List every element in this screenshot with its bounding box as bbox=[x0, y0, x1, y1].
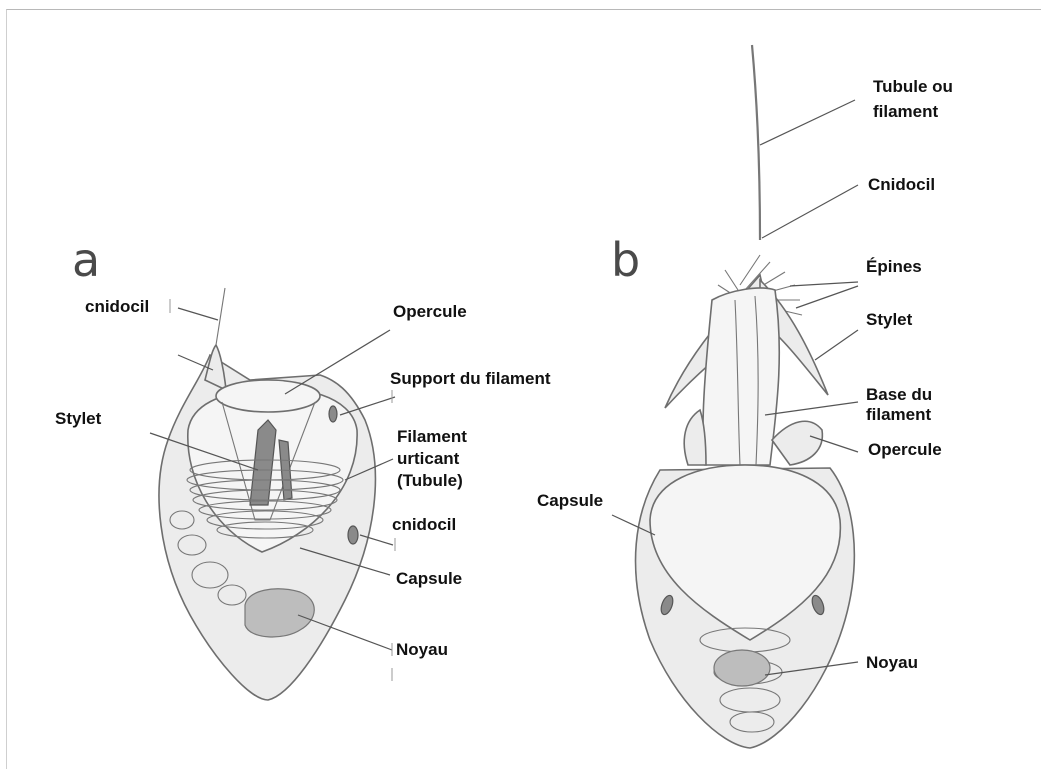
label-b-tubule-1: Tubule ou bbox=[873, 77, 953, 96]
panel-a-side-cnidocil bbox=[348, 526, 358, 544]
label-b-cnidocil: Cnidocil bbox=[868, 175, 935, 194]
label-a-noyau: Noyau bbox=[396, 640, 448, 659]
panel-b-opercule bbox=[772, 421, 822, 465]
label-a-filament-1: Filament bbox=[397, 427, 467, 446]
panel-b-filament-base bbox=[703, 288, 779, 465]
label-a-capsule: Capsule bbox=[396, 569, 462, 588]
label-b-noyau: Noyau bbox=[866, 653, 918, 672]
label-b-base-1: Base du bbox=[866, 385, 932, 404]
panel-a: a bbox=[55, 233, 551, 700]
label-b-epines: Épines bbox=[866, 257, 922, 276]
panel-b: b bbox=[537, 45, 953, 748]
label-b-capsule: Capsule bbox=[537, 491, 603, 510]
label-b-stylet: Stylet bbox=[866, 310, 913, 329]
label-a-stylet: Stylet bbox=[55, 409, 102, 428]
label-b-tubule-2: filament bbox=[873, 102, 939, 121]
panel-a-cnidocil-hair bbox=[216, 288, 225, 345]
panel-a-opercule-ring bbox=[216, 380, 320, 412]
label-a-filament-3: (Tubule) bbox=[397, 471, 463, 490]
label-a-filament-2: urticant bbox=[397, 449, 460, 468]
label-b-opercule: Opercule bbox=[868, 440, 942, 459]
panel-a-support bbox=[329, 406, 337, 422]
panel-a-letter: a bbox=[72, 233, 100, 287]
panel-b-tubule bbox=[752, 45, 760, 240]
panel-b-opercule-left bbox=[684, 410, 706, 465]
panel-b-letter: b bbox=[611, 233, 640, 287]
label-a-support: Support du filament bbox=[390, 369, 551, 388]
label-a-cnidocil-side: cnidocil bbox=[392, 515, 456, 534]
label-a-opercule: Opercule bbox=[393, 302, 467, 321]
panel-b-nucleus bbox=[714, 650, 770, 686]
label-a-cnidocil-top: cnidocil bbox=[85, 297, 149, 316]
label-b-base-2: filament bbox=[866, 405, 932, 424]
